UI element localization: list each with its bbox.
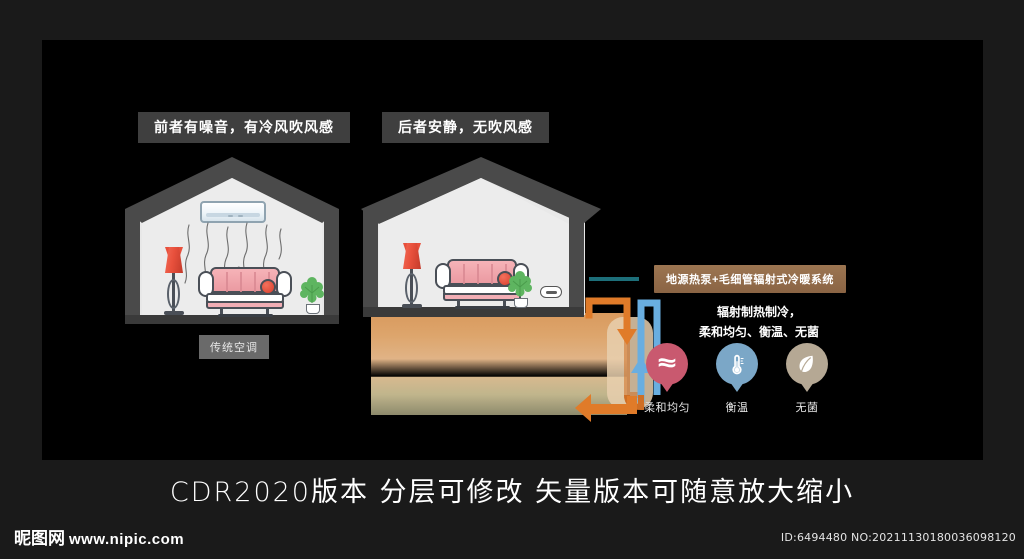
- leaf-glyph: [799, 355, 813, 373]
- page-caption: CDR2020版本 分层可修改 矢量版本可随意放大缩小: [169, 477, 855, 508]
- air-conditioner-icon: [200, 201, 266, 223]
- sofa-leg: [503, 301, 506, 307]
- plant-foliage: [508, 271, 532, 297]
- left-scene-heading-chip: 前者有噪音，有冷风吹风感: [138, 112, 350, 143]
- sofa-shadow: [455, 306, 510, 309]
- sofa-leg: [220, 309, 223, 315]
- feature-label: 柔和均匀: [644, 402, 690, 414]
- sofa-icon: [435, 259, 531, 313]
- sofa-shadow: [218, 314, 273, 317]
- floor-lamp-icon: [163, 247, 185, 317]
- ac-indicator-light: [238, 215, 243, 217]
- feature-constant-temp: 衡温: [707, 343, 767, 415]
- outdoor-teal-pipe-icon: [589, 277, 639, 281]
- asset-id-number: ID:6494480 NO:20211130180036098120: [780, 531, 1016, 544]
- sofa-arm-right: [276, 271, 292, 297]
- ground-soil-layers: [371, 313, 627, 415]
- system-description: 辐射制热制冷， 柔和均匀、衡温、无菌: [654, 303, 864, 343]
- controller-slot: [546, 291, 557, 294]
- house-shell-right-icon: [361, 157, 601, 317]
- ac-indicator-light: [228, 215, 233, 217]
- system-description-line-1: 辐射制热制冷，: [716, 305, 801, 319]
- thermometer-icon: [716, 343, 758, 385]
- potted-plant-icon: [507, 267, 535, 311]
- brand-url: www.nipic.com: [69, 531, 185, 548]
- feature-label: 无菌: [795, 402, 819, 414]
- ground-source-heat-pump-house: [357, 155, 661, 422]
- plant-pot: [306, 304, 320, 314]
- thermometer-glyph: [732, 354, 744, 375]
- system-description-line-2: 柔和均匀、衡温、无菌: [698, 324, 819, 339]
- sofa-icon: [198, 267, 294, 321]
- plant-pot: [514, 298, 528, 308]
- feature-label: 衡温: [725, 402, 749, 414]
- traditional-ac-label: 传统空调: [199, 335, 269, 359]
- feature-sterile: 无菌: [777, 343, 837, 415]
- traditional-ac-house: [117, 155, 347, 335]
- artboard: 前者有噪音，有冷风吹风感 后者安静，无吹风感: [42, 40, 983, 460]
- plant-foliage: [300, 277, 324, 303]
- sofa-leg: [457, 301, 460, 307]
- brand-name-cn: 昵图网: [14, 529, 65, 548]
- floor-lamp-icon: [401, 243, 423, 313]
- potted-plant-icon: [299, 273, 327, 317]
- right-scene-heading-chip: 后者安静，无吹风感: [382, 112, 549, 143]
- sofa-skirt: [206, 301, 284, 309]
- wall-controller-icon[interactable]: [540, 286, 562, 298]
- waves-icon: [646, 343, 688, 385]
- system-name-badge: 地源热泵+毛细管辐射式冷暖系统: [654, 265, 846, 293]
- orange-left-arrow-icon: [575, 394, 637, 422]
- leaf-icon: [786, 343, 828, 385]
- waves-glyph: [658, 358, 676, 368]
- ac-vent: [206, 213, 260, 217]
- feature-soft-even: 柔和均匀: [637, 343, 697, 415]
- sofa-leg: [266, 309, 269, 315]
